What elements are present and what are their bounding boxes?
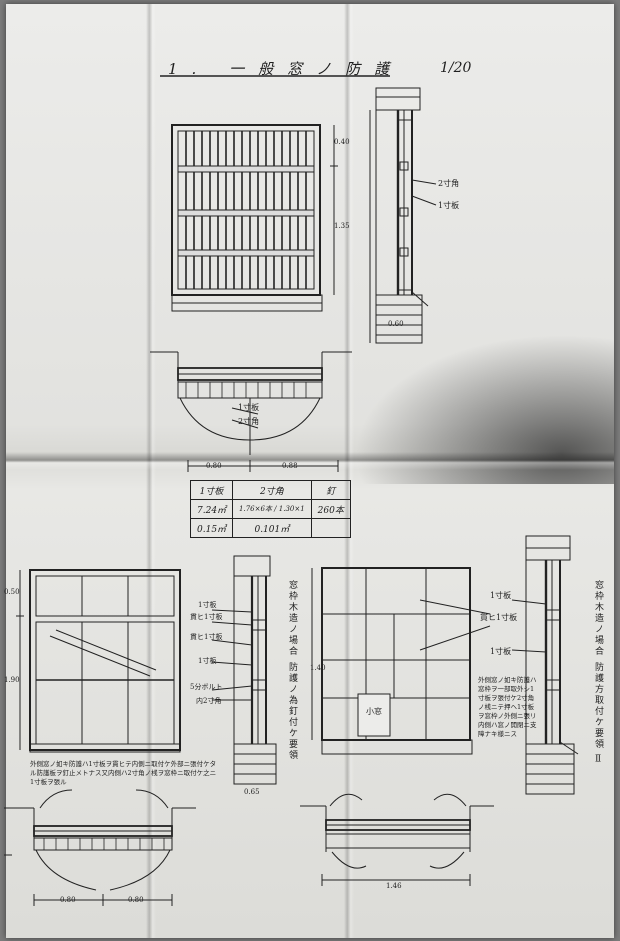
- bl-section-label-4: 1寸板: [198, 657, 217, 665]
- bottom-middle-vertical-note: 窓枠木造ノ場合 防護ノ為釘付ケ要領: [287, 580, 297, 761]
- bl-section-label-1: 1寸板: [198, 601, 217, 609]
- bottom-middle-elevation: [311, 567, 491, 755]
- quantity-table-header: 1寸板 2寸角 釘: [189, 480, 351, 500]
- top-window-section: [369, 87, 437, 344]
- bl-section-label-5: 5分ボルト: [190, 683, 223, 691]
- fold-line-horizontal: [6, 452, 614, 470]
- scale-label: 1/20: [440, 60, 472, 76]
- bottom-right-section: [511, 535, 579, 795]
- bottom-left-plan: [4, 789, 196, 906]
- top-section-dim: 0.60: [388, 320, 404, 328]
- bottom-right-note: 外側窓ノ如キ防護ハ窓枠ヲ一部取外シ1寸板ヲ張付ケ2寸角ノ桟ニテ押ヘ1寸板ヲ窓枠ノ…: [478, 676, 537, 738]
- bm-plan-dim: 1.46: [386, 882, 402, 890]
- qty-header-kugi: 釘: [310, 480, 351, 500]
- top-plan-dim-left: 0.80: [206, 462, 222, 470]
- br-section-label-3: 1寸板: [490, 647, 512, 656]
- top-plan-dim-right: 0.88: [282, 462, 298, 470]
- bl-section-label-2: 貫ヒ1寸板: [190, 613, 223, 621]
- fold-line-left: [146, 4, 156, 938]
- top-window-elevation: [171, 124, 338, 312]
- br-section-label-2: 貫ヒ1寸板: [480, 613, 518, 622]
- top-section-label-1sun-ita: 1寸板: [438, 201, 460, 210]
- top-plan-label-1sun-ita: 1寸板: [238, 403, 260, 412]
- bottom-left-window-elevation: [16, 569, 181, 753]
- qty-kugi-count: 260本: [310, 499, 351, 519]
- top-section-label-2sun-kaku: 2寸角: [438, 179, 460, 188]
- top-elevation-dim-lower: 1.35: [334, 222, 350, 230]
- bl-section-label-6: 内2寸角: [196, 697, 222, 705]
- bl-elevation-dim-main: 1.90: [4, 676, 20, 684]
- bottom-left-section: [211, 555, 277, 785]
- qty-kaku-length: 1.76×6本 / 1.30×1: [232, 499, 312, 519]
- qty-ita-area: 7.24㎡: [189, 499, 234, 519]
- drawing-title: 1. 一般窓ノ防護: [168, 60, 404, 78]
- bottom-left-note: 外側窓ノ如キ防護ハ1寸板ヲ貫ヒテ内側ニ取付ケ外部ニ張付ケタル防護板ヲ釘止メトナス…: [30, 760, 217, 786]
- bm-elevation-dim: 1.40: [310, 664, 326, 672]
- quantity-table: 1寸板 2寸角 釘 7.24㎡ 1.76×6本 / 1.30×1 260本 0.…: [189, 480, 351, 538]
- bl-section-label-3: 貫ヒ1寸板: [190, 633, 223, 641]
- top-window-plan: [150, 351, 352, 472]
- bottom-middle-plan: [300, 793, 494, 886]
- qty-kaku-volume: 0.101㎥: [232, 518, 312, 538]
- fold-line-middle: [344, 4, 354, 938]
- qty-ita-volume: 0.15㎥: [189, 518, 234, 538]
- top-elevation-dim-upper: 0.40: [334, 138, 350, 146]
- bl-plan-dim-left: 0.80: [60, 896, 76, 904]
- bl-section-dim: 0.65: [244, 788, 260, 796]
- small-window-label: 小窓: [366, 707, 382, 716]
- bl-plan-dim-right: 0.80: [128, 896, 144, 904]
- qty-empty: [310, 518, 351, 538]
- blueprint-sheet: [6, 4, 614, 938]
- quantity-table-row: 7.24㎡ 1.76×6本 / 1.30×1 260本: [189, 499, 351, 519]
- top-plan-label-2sun-kaku: 2寸角: [238, 417, 260, 426]
- br-section-label-1: 1寸板: [490, 591, 512, 600]
- right-vertical-note: 窓枠木造ノ場合 防護方取付ケ要領 Ⅱ: [593, 580, 603, 767]
- paper-shadow: [354, 334, 614, 484]
- qty-header-ita: 1寸板: [189, 480, 234, 500]
- qty-header-kaku: 2寸角: [232, 480, 312, 500]
- quantity-table-row: 0.15㎥ 0.101㎥: [189, 518, 351, 538]
- bl-elevation-dim-top: 0.50: [4, 588, 20, 596]
